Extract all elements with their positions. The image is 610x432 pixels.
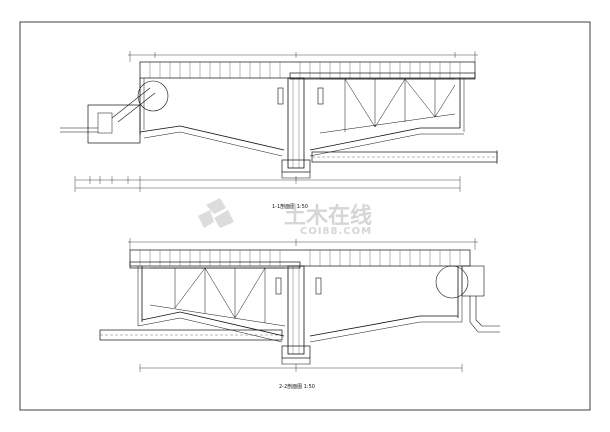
bottom-slab-hatch	[139, 250, 461, 266]
top-floor-right	[309, 127, 460, 151]
watermark-subtext: COI88.COM	[300, 226, 373, 237]
top-inlet-chamber	[87, 104, 141, 144]
top-floor-left	[139, 125, 285, 151]
top-baffle-right	[317, 87, 324, 105]
section-top	[60, 51, 498, 192]
watermark-text: 土木在线	[284, 204, 373, 229]
caption-section-2: 2-2剖面图 1:50	[279, 384, 315, 390]
top-slab-hatch	[149, 62, 461, 78]
top-center-column	[287, 77, 305, 169]
watermark-logo	[198, 198, 234, 228]
bottom-baffle-right	[315, 277, 322, 295]
bottom-floor-left	[141, 311, 285, 337]
top-detail-circle	[137, 80, 169, 112]
bottom-center-column	[287, 265, 305, 355]
top-walkway-slab	[139, 61, 476, 79]
bottom-scraper-truss	[149, 267, 286, 327]
top-scraper-truss	[319, 78, 456, 134]
top-baffle-left	[277, 87, 284, 105]
bottom-baffle-left	[275, 277, 282, 295]
caption-section-1: 1-1剖面图 1:50	[272, 204, 308, 210]
drawing-frame	[19, 21, 591, 411]
bottom-floor-right	[309, 315, 458, 337]
section-bottom	[99, 238, 500, 372]
bottom-outlet-pipe	[469, 296, 500, 333]
bottom-outlet-chamber	[461, 265, 485, 297]
bottom-bridge-beam	[129, 261, 301, 269]
bottom-detail-circle	[435, 265, 469, 299]
